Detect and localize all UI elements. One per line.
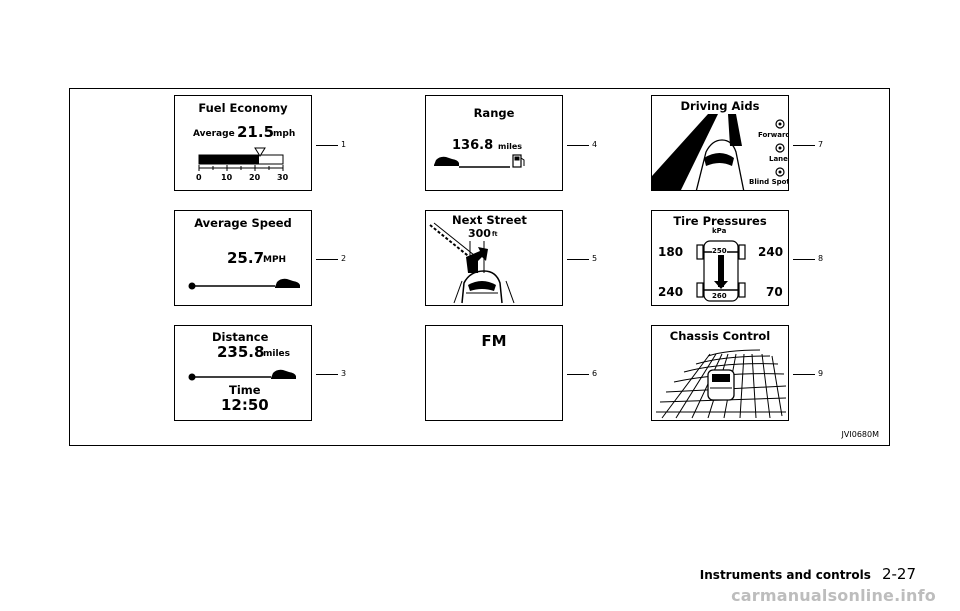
pressure-unit: kPa	[712, 227, 727, 235]
next-street-distance: 300	[468, 227, 491, 240]
tire-rear-right: 70	[766, 285, 783, 299]
tick-label: 20	[249, 173, 261, 182]
average-speed-unit: MPH	[263, 255, 287, 265]
panel-range: Range 136.8 miles	[425, 95, 563, 191]
turn-arrow-map-icon	[429, 222, 515, 304]
section-title: Instruments and controls	[699, 568, 871, 582]
panel-tire-pressures: Tire Pressures kPa 180 240 240 70 250 26…	[651, 210, 789, 306]
panel-title: Tire Pressures	[673, 214, 767, 228]
panel-title: Next Street	[452, 213, 527, 227]
chassis-grid-icon	[656, 349, 787, 419]
figure-id: JVI0680M	[841, 430, 879, 439]
panel-title: Average Speed	[194, 216, 292, 230]
center-bottom-pressure: 260	[712, 292, 727, 300]
panel-title: Distance	[212, 330, 269, 344]
callout-number: 7	[818, 140, 824, 149]
range-progress-icon	[434, 154, 525, 168]
callout-number: 5	[592, 254, 598, 263]
time-value: 12:50	[221, 396, 269, 414]
tire-front-left: 180	[658, 245, 684, 259]
callout-line	[567, 374, 589, 375]
callout-line	[567, 259, 589, 260]
fuel-economy-gauge	[198, 147, 284, 171]
tick-label: 10	[221, 173, 233, 182]
panel-title: Chassis Control	[669, 329, 771, 343]
time-label: Time	[229, 383, 261, 397]
fuel-economy-unit: mph	[273, 129, 296, 139]
distance-unit: miles	[263, 349, 291, 359]
callout-number: 3	[341, 369, 347, 378]
panel-title: FM	[481, 332, 507, 350]
callout-number: 1	[341, 140, 347, 149]
average-speed-value: 25.7	[227, 249, 265, 267]
panel-chassis-control: Chassis Control	[651, 325, 789, 421]
fuel-economy-value: 21.5	[237, 123, 275, 141]
panel-title: Fuel Economy	[198, 101, 288, 115]
range-value: 136.8	[452, 138, 494, 153]
forward-label: Forward	[758, 131, 789, 139]
panel-fuel-economy: Fuel Economy Average 21.5 mph 0 10 20 30	[174, 95, 312, 191]
page-number: 2-27	[881, 565, 916, 583]
callout-line	[316, 145, 338, 146]
distance-value: 235.8	[217, 343, 265, 361]
blind-spot-label: Blind Spot	[749, 178, 789, 186]
callout-number: 6	[592, 369, 598, 378]
figure-frame: Fuel Economy Average 21.5 mph 0 10 20 30…	[69, 88, 890, 446]
callout-line	[567, 145, 589, 146]
callout-line	[793, 374, 815, 375]
tire-rear-left: 240	[658, 285, 684, 299]
callout-line	[793, 145, 815, 146]
callout-line	[316, 259, 338, 260]
tick-label: 0	[196, 173, 202, 182]
callout-line	[793, 259, 815, 260]
lane-label: Lane	[769, 155, 788, 163]
average-label: Average	[193, 129, 235, 139]
driving-aids-road-icon	[652, 114, 785, 190]
watermark-text: carmanualsonline.info	[731, 586, 936, 605]
panel-average-speed: Average Speed 25.7 MPH	[174, 210, 312, 306]
tick-label: 30	[277, 173, 289, 182]
progress-line-icon	[188, 369, 296, 381]
panel-distance: Distance 235.8 miles Time 12:50	[174, 325, 312, 421]
panel-driving-aids: Driving Aids Forward Lane Blind Spot	[651, 95, 789, 191]
callout-number: 9	[818, 369, 824, 378]
range-unit: miles	[498, 142, 523, 151]
center-top-pressure: 250	[712, 247, 727, 255]
next-street-unit: ft	[492, 231, 498, 238]
progress-line-icon	[188, 278, 300, 290]
tire-front-right: 240	[758, 245, 784, 259]
callout-number: 4	[592, 140, 598, 149]
panel-next-street: Next Street 300 ft	[425, 210, 563, 306]
panel-title: Range	[473, 106, 515, 120]
panel-title: Driving Aids	[680, 99, 760, 113]
panel-fm: FM	[425, 325, 563, 421]
callout-number: 2	[341, 254, 347, 263]
callout-number: 8	[818, 254, 824, 263]
callout-line	[316, 374, 338, 375]
page-footer: Instruments and controls 2-27	[700, 564, 916, 583]
